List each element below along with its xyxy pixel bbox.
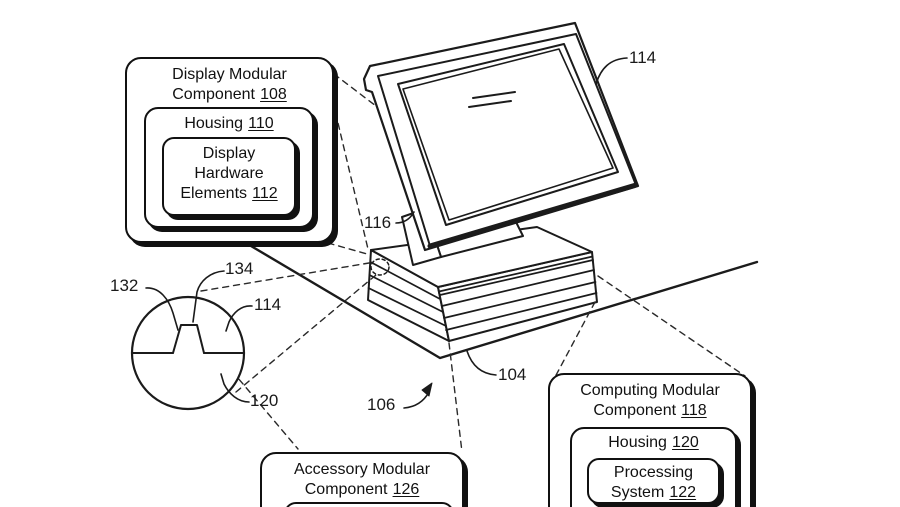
display-module-title-line1: Display Modular: [172, 66, 287, 83]
label-106-surface: 106: [367, 395, 396, 414]
screen-glare-marks: [468, 91, 516, 108]
ref-118: 118: [681, 402, 707, 419]
label-116-hinge: 116: [364, 213, 392, 232]
leader-132: [145, 287, 179, 331]
accessory-module-title-line1: Accessory Modular: [293, 461, 431, 478]
arrowhead-106: [421, 382, 433, 397]
detail-source-circle: [370, 258, 390, 276]
label-114-detail: 114: [254, 295, 282, 314]
ref-110: 110: [248, 115, 274, 132]
display-screen-inner: [402, 48, 614, 221]
leader-104: [466, 350, 497, 376]
leader-120-detail: [220, 373, 250, 403]
dashed-reference-lines: [200, 73, 746, 453]
ref-108: 108: [260, 86, 287, 103]
label-132-detail: 132: [110, 276, 139, 295]
leader-106: [403, 391, 430, 409]
ref-112: 112: [252, 185, 278, 202]
leader-114-detail: [225, 305, 253, 332]
detail-connector-key: [172, 324, 205, 354]
ref-122: 122: [669, 484, 697, 501]
detail-view-circle: [130, 295, 246, 411]
computing-module-title-line1: Computing Modular: [580, 382, 720, 399]
leader-116: [395, 211, 415, 224]
base-module: [367, 226, 598, 342]
leader-114-top: [595, 57, 628, 85]
display-bottom-band: [427, 182, 639, 249]
display-module: [362, 21, 640, 252]
callout-accessory-inner: [284, 502, 454, 507]
base-layer-lines: [367, 261, 447, 327]
base-layer-lines-right: [438, 255, 598, 331]
label-134-detail: 134: [225, 259, 254, 278]
label-114-display: 114: [629, 48, 657, 67]
surface-edge-lines: [244, 241, 759, 360]
ref-120: 120: [672, 434, 699, 451]
leader-134: [192, 270, 225, 323]
ref-126: 126: [392, 481, 420, 498]
label-120-detail: 120: [250, 391, 279, 410]
label-104-base: 104: [498, 365, 527, 384]
